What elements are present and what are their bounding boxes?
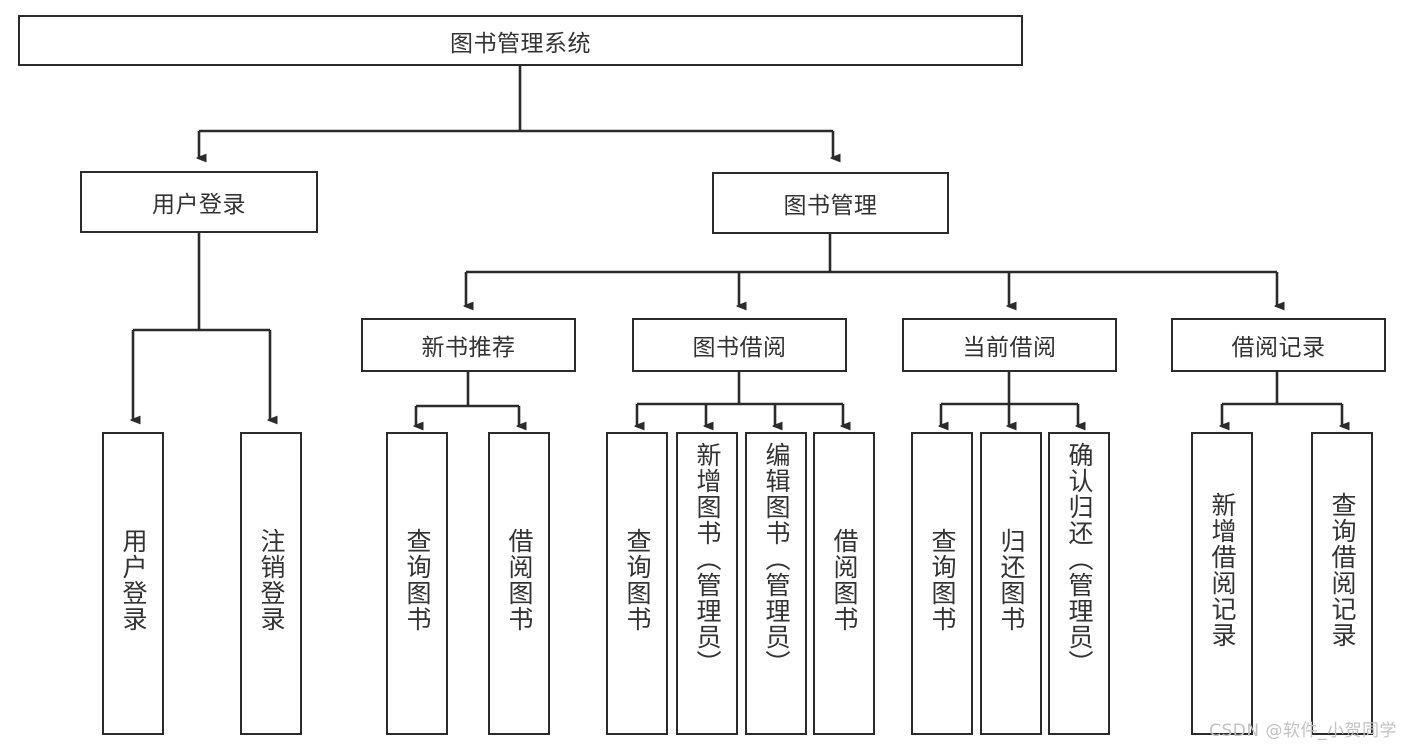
node-leaf-edit-book[interactable]: 编辑图书（管理员） (745, 432, 807, 735)
node-leaf-borrow-book-1-label: 借阅图书 (505, 528, 534, 632)
node-leaf-query-book-1-label: 查询图书 (403, 528, 432, 632)
node-borrow-record[interactable]: 借阅记录 (1171, 318, 1386, 372)
node-book-manage[interactable]: 图书管理 (712, 172, 949, 234)
node-leaf-add-book-label: 新增图书（管理员） (693, 442, 722, 676)
node-current-borrow-label: 当前借阅 (962, 335, 1057, 361)
node-book-manage-label: 图书管理 (783, 193, 878, 219)
node-leaf-user-logout[interactable]: 注销登录 (240, 432, 302, 735)
node-borrow-record-label: 借阅记录 (1231, 335, 1326, 361)
node-leaf-add-record[interactable]: 新增借阅记录 (1191, 432, 1253, 735)
node-leaf-user-logout-label: 注销登录 (257, 528, 286, 632)
node-user-login-label: 用户登录 (152, 192, 246, 218)
node-user-login[interactable]: 用户登录 (80, 171, 318, 233)
node-new-book-rec[interactable]: 新书推荐 (361, 318, 576, 372)
node-leaf-add-book[interactable]: 新增图书（管理员） (676, 432, 738, 735)
node-leaf-edit-book-label: 编辑图书（管理员） (762, 442, 791, 676)
node-leaf-borrow-book-1[interactable]: 借阅图书 (488, 432, 550, 735)
node-leaf-return-book[interactable]: 归还图书 (980, 432, 1042, 735)
node-root-label: 图书管理系统 (450, 30, 591, 57)
node-leaf-borrow-book-2[interactable]: 借阅图书 (813, 432, 875, 735)
node-leaf-query-book-3[interactable]: 查询图书 (911, 432, 973, 735)
node-leaf-query-book-3-label: 查询图书 (928, 528, 957, 632)
node-root[interactable]: 图书管理系统 (18, 15, 1023, 66)
node-leaf-query-book-1[interactable]: 查询图书 (386, 432, 448, 735)
node-leaf-return-book-label: 归还图书 (997, 528, 1026, 632)
node-leaf-add-record-label: 新增借阅记录 (1208, 492, 1237, 648)
node-leaf-query-book-2-label: 查询图书 (623, 528, 652, 632)
node-book-borrow[interactable]: 图书借阅 (632, 318, 847, 372)
node-leaf-confirm-return[interactable]: 确认归还（管理员） (1048, 432, 1110, 735)
node-leaf-user-login[interactable]: 用户登录 (102, 432, 164, 735)
watermark-text: CSDN @软件_小贺同学 (1209, 721, 1397, 741)
node-leaf-confirm-return-label: 确认归还（管理员） (1065, 442, 1094, 676)
node-leaf-query-record-label: 查询借阅记录 (1328, 492, 1357, 648)
node-new-book-rec-label: 新书推荐 (421, 335, 516, 361)
node-leaf-query-record[interactable]: 查询借阅记录 (1311, 432, 1373, 735)
node-book-borrow-label: 图书借阅 (692, 335, 787, 361)
node-leaf-borrow-book-2-label: 借阅图书 (830, 528, 859, 632)
node-leaf-user-login-label: 用户登录 (119, 528, 148, 632)
node-current-borrow[interactable]: 当前借阅 (902, 318, 1117, 372)
node-leaf-query-book-2[interactable]: 查询图书 (606, 432, 668, 735)
